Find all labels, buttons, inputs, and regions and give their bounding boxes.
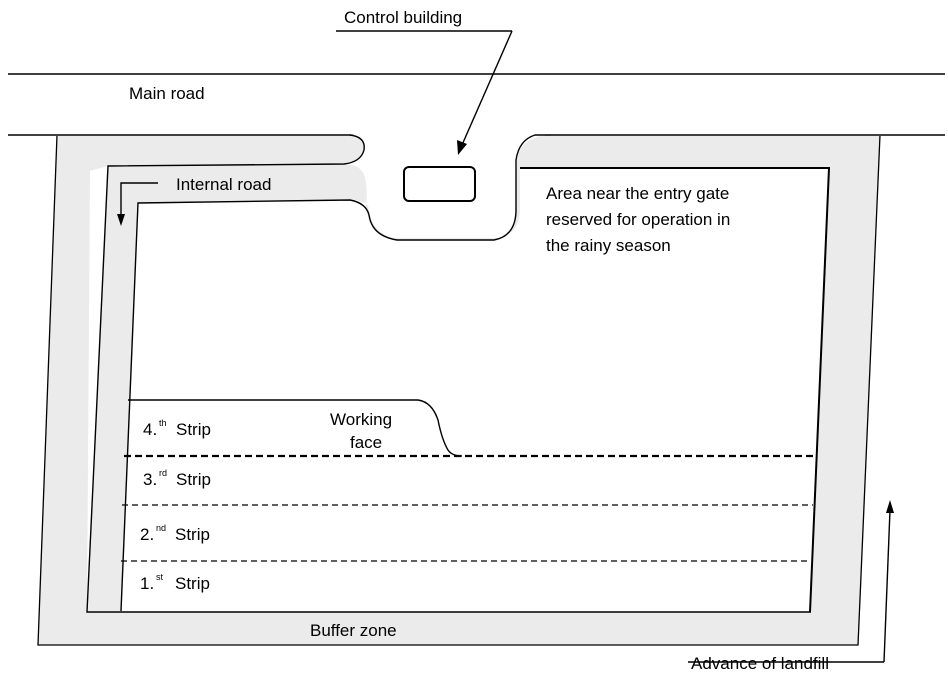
- strip-word-3: Strip: [176, 470, 211, 489]
- strip-suffix-4: th: [159, 418, 167, 428]
- strip-number-1: 1.: [140, 574, 154, 593]
- strip-number-3: 3.: [143, 470, 157, 489]
- rainy-season-area-label-line-3: the rainy season: [546, 236, 671, 255]
- main-road-band: [0, 74, 948, 136]
- strip-word-4: Strip: [176, 420, 211, 439]
- internal-road-inner-edge: [120, 134, 553, 612]
- strip-label-3: 3. rd Strip: [143, 468, 211, 489]
- strip-suffix-3: rd: [159, 468, 167, 478]
- strip-suffix-2: nd: [156, 523, 166, 533]
- advance-of-landfill-label: Advance of landfill: [691, 654, 829, 673]
- working-face-label-line-1: Working: [330, 410, 392, 429]
- internal-road-outer-edge: [86, 134, 811, 613]
- rainy-season-area-label-line-1: Area near the entry gate: [546, 184, 729, 203]
- buffer-zone-label: Buffer zone: [310, 621, 397, 640]
- working-face-label-line-2: face: [350, 433, 382, 452]
- control-building-leader: [461, 30, 513, 146]
- working-face-outline: [128, 399, 463, 457]
- advance-of-landfill-arrow-shaft: [883, 509, 891, 663]
- strip-word-1: Strip: [175, 574, 210, 593]
- control-building: [403, 166, 476, 202]
- strip-word-2: Strip: [175, 525, 210, 544]
- control-building-label: Control building: [344, 8, 462, 27]
- rainy-area-boundary: [520, 167, 831, 613]
- advance-of-landfill-arrowhead: [886, 500, 894, 513]
- main-road-label: Main road: [129, 84, 205, 103]
- strip-number-4: 4.: [143, 420, 157, 439]
- strip-label-4: 4. th Strip: [143, 418, 211, 439]
- strip-label-2: 2. nd Strip: [140, 523, 210, 544]
- strip-number-2: 2.: [140, 525, 154, 544]
- control-building-arrowhead: [457, 140, 467, 155]
- internal-road-arrowhead: [117, 214, 125, 226]
- landfill-cell-boundary: [88, 134, 829, 611]
- internal-road-leader: [120, 182, 158, 216]
- rainy-season-area-label-line-2: reserved for operation in: [546, 210, 730, 229]
- strip-label-1: 1. st Strip: [140, 572, 210, 593]
- strip-suffix-1: st: [156, 572, 164, 582]
- internal-road-label: Internal road: [176, 175, 271, 194]
